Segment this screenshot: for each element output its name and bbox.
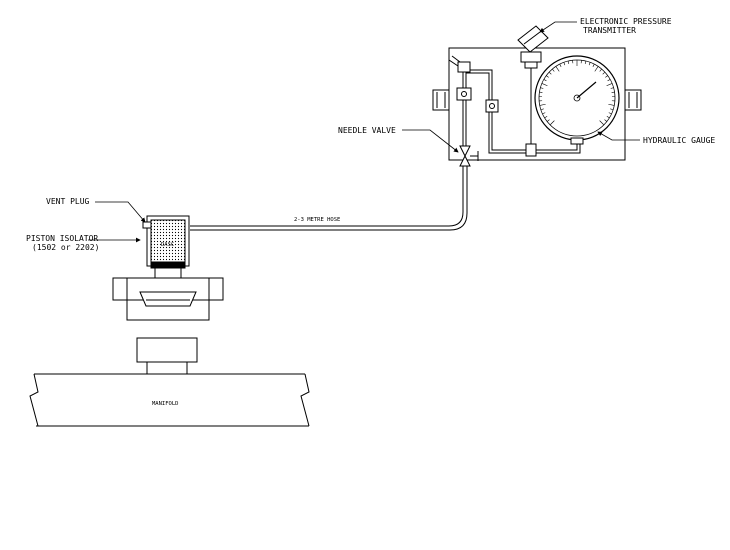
gauge-tick <box>539 103 546 106</box>
needle-valve-label: NEEDLE VALVE <box>338 126 396 135</box>
vent-plug <box>142 221 152 229</box>
gauge-tick <box>548 71 552 75</box>
gauge-tick <box>610 87 614 89</box>
gauge-tick <box>549 120 555 126</box>
gauge-tick <box>605 75 608 78</box>
gauge-tick <box>567 60 570 65</box>
gauge-tick <box>592 64 595 67</box>
panel-tubing <box>448 55 581 157</box>
transmitter-label-1: ELECTRONIC PRESSURE <box>580 17 672 26</box>
manifold-connection <box>136 337 198 375</box>
transmitter-label-2: TRANSMITTER <box>583 26 636 35</box>
piston-isolator <box>112 215 224 321</box>
gauge-tick <box>546 119 550 122</box>
gauge-tick <box>606 83 613 87</box>
gauge-needle <box>576 81 597 99</box>
gauge-tick <box>563 62 566 66</box>
piston-isolator-label-1: PISTON ISOLATOR <box>26 234 98 243</box>
gauge-tick <box>540 87 544 89</box>
hydraulic-hose <box>190 166 468 231</box>
needle-valve <box>459 145 479 167</box>
gauge-tick <box>543 79 547 82</box>
gauge-tick <box>540 108 544 111</box>
pressure-transmitter <box>517 25 549 150</box>
left-mount-bracket <box>432 89 450 111</box>
hydraulic-gauge <box>534 55 620 145</box>
manifold-label: MANIFOLD <box>152 401 179 407</box>
gauge-tick <box>606 116 610 119</box>
fitting-left-mid <box>456 87 472 101</box>
vent-plug-label: VENT PLUG <box>46 197 90 206</box>
leaders <box>88 21 640 243</box>
gauge-tick <box>608 103 615 106</box>
gauge-tick <box>599 120 605 126</box>
gauge-tick <box>608 112 612 115</box>
piston-isolator-label-2: (1502 or 2202) <box>32 243 99 252</box>
gauge-tick <box>546 75 549 78</box>
manifold-pipe <box>29 373 310 427</box>
gauge-tick <box>584 60 587 65</box>
gauge-tick <box>542 112 546 115</box>
gauge-tick <box>541 83 548 87</box>
gauge-tick <box>552 68 555 72</box>
hydraulic-gauge-label: HYDRAULIC GAUGE <box>643 136 715 145</box>
fitting-tee <box>525 143 537 157</box>
gauge-tick <box>599 68 602 72</box>
gauge-tick <box>594 66 599 72</box>
isolator-marking: DASC <box>161 242 174 248</box>
fitting-top-left <box>457 61 471 73</box>
gauge-tick <box>607 79 611 82</box>
gauge-tick <box>610 108 614 111</box>
gauge-tick <box>559 64 562 67</box>
fitting-center <box>485 99 499 113</box>
gauge-tick <box>555 66 560 72</box>
hose-label: 2-3 METRE HOSE <box>294 217 340 223</box>
gauge-tick <box>588 62 591 66</box>
right-mount-bracket <box>624 89 642 111</box>
gauge-tick <box>604 119 608 122</box>
gauge-ticks <box>539 60 615 126</box>
gauge-tick <box>602 71 606 75</box>
gauge-tick <box>544 116 548 119</box>
